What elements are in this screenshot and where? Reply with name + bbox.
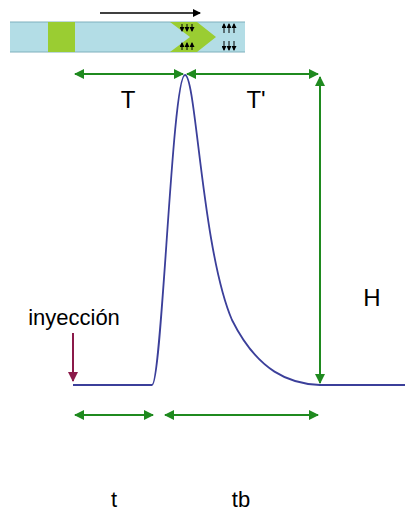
flow-arrow bbox=[100, 12, 200, 14]
injection-label: inyección bbox=[28, 307, 120, 329]
chevron-band bbox=[170, 22, 216, 52]
time-label: t bbox=[111, 489, 117, 511]
column-tube bbox=[10, 22, 245, 52]
height-label: H bbox=[363, 286, 380, 310]
width-label: tb bbox=[232, 489, 250, 511]
peak-curve bbox=[73, 75, 405, 385]
dispersion-arrows bbox=[182, 24, 234, 50]
time-label: T' bbox=[246, 88, 265, 112]
injection-arrow bbox=[72, 333, 74, 381]
sample-band bbox=[48, 22, 75, 52]
dimension-arrows bbox=[75, 74, 320, 415]
time-label: T bbox=[121, 88, 136, 112]
